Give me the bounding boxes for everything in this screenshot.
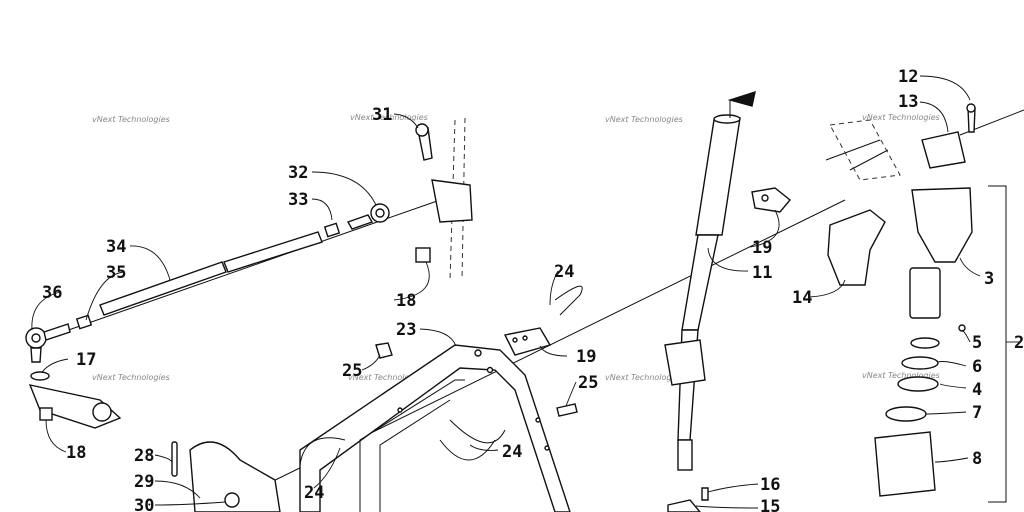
- bushing: [874, 431, 936, 497]
- nut: [415, 247, 431, 263]
- direction-flag: [727, 90, 756, 107]
- callout-30: 30: [134, 496, 154, 512]
- callout-24: 24: [502, 442, 522, 462]
- u-bolt: [299, 437, 346, 466]
- callout-labels: 12 13 31 32 33 34 35 36 17 18 18 19 19 1…: [42, 67, 1024, 512]
- watermark: vNext Technologies: [862, 371, 940, 380]
- ball-stud: [30, 347, 42, 363]
- tie-rod-end-section: [223, 231, 323, 273]
- u-bolt: [439, 439, 496, 461]
- watermarks: vNext Technologies vNext Technologies vN…: [92, 113, 940, 382]
- callout-29: 29: [134, 472, 154, 492]
- u-bolts: [299, 285, 583, 466]
- callout-33: 33: [288, 190, 308, 210]
- bolt: [375, 342, 393, 359]
- callout-24: 24: [554, 262, 574, 282]
- callout-36: 36: [42, 283, 62, 303]
- callout-6: 6: [972, 357, 982, 377]
- washer: [30, 371, 50, 381]
- frame-hole: [474, 349, 482, 357]
- callout-13: 13: [898, 92, 918, 112]
- nut: [39, 407, 53, 421]
- cap: [921, 131, 966, 169]
- ring: [885, 406, 927, 422]
- bolt: [556, 403, 578, 417]
- small-parts: [667, 487, 709, 512]
- pin: [701, 487, 709, 501]
- seal: [901, 356, 939, 370]
- jam-nut: [75, 314, 93, 330]
- clamp: [431, 179, 473, 223]
- callout-16: 16: [760, 475, 780, 495]
- bearing: [897, 376, 939, 392]
- callout-14: 14: [792, 288, 812, 308]
- callout-19: 19: [576, 347, 596, 367]
- frame-hole: [486, 366, 494, 374]
- callout-28: 28: [134, 446, 154, 466]
- fitting: [667, 499, 701, 512]
- u-bolt: [554, 285, 583, 316]
- callout-23: 23: [396, 320, 416, 340]
- callout-18: 18: [396, 291, 416, 311]
- u-bolt: [449, 419, 506, 444]
- bracket-plate: [171, 441, 281, 512]
- callout-11: 11: [752, 263, 772, 283]
- clamp-lower: [503, 327, 552, 356]
- ball: [958, 324, 966, 332]
- callout-18: 18: [66, 443, 86, 463]
- fasteners: [375, 342, 578, 417]
- callout-32: 32: [288, 163, 308, 183]
- watermark: vNext Technologies: [92, 373, 170, 382]
- tie-rod-assembly: [25, 203, 390, 429]
- shaft-bracket: [664, 339, 706, 386]
- callout-4: 4: [972, 380, 982, 400]
- callout-2: 2: [1014, 333, 1024, 353]
- watermark: vNext Technologies: [862, 113, 940, 122]
- watermark: vNext Technologies: [92, 115, 170, 124]
- steering-frame: [299, 344, 571, 512]
- watermark: vNext Technologies: [605, 115, 683, 124]
- frame-hole: [397, 407, 403, 413]
- frame-hole: [544, 445, 550, 451]
- callout-15: 15: [760, 497, 780, 512]
- callout-8: 8: [972, 449, 982, 469]
- clamp-upper: [751, 187, 791, 213]
- column-housing: [874, 103, 976, 497]
- shaft-end: [677, 439, 693, 471]
- callout-24: 24: [304, 483, 324, 503]
- callout-25: 25: [578, 373, 598, 393]
- callout-3: 3: [984, 269, 994, 289]
- watermark: vNext Technologies: [350, 113, 428, 122]
- housing-sleeve: [909, 267, 941, 319]
- callout-12: 12: [898, 67, 918, 87]
- callout-19: 19: [752, 238, 772, 258]
- leader-lines: [31, 75, 981, 509]
- callout-17: 17: [76, 350, 96, 370]
- watermark: vNext Technologies: [348, 373, 426, 382]
- callout-7: 7: [972, 403, 982, 423]
- threaded-rod: [346, 214, 374, 230]
- callout-31: 31: [372, 105, 392, 125]
- callout-25: 25: [342, 361, 362, 381]
- pin: [171, 441, 178, 477]
- o-ring: [910, 337, 940, 349]
- threaded-studs: [825, 119, 901, 181]
- right-bracket: [988, 185, 1020, 503]
- jam-nut: [323, 222, 341, 238]
- housing-body: [911, 187, 973, 263]
- shaft-grip: [695, 117, 741, 236]
- frame-hole: [535, 417, 541, 423]
- steering-shaft: [664, 90, 756, 471]
- callout-35: 35: [106, 263, 126, 283]
- watermark: vNext Technologies: [605, 373, 683, 382]
- callout-5: 5: [972, 333, 982, 353]
- column-support: [415, 117, 473, 281]
- callout-34: 34: [106, 237, 126, 257]
- cover: [827, 209, 886, 286]
- tie-rod: [99, 261, 227, 316]
